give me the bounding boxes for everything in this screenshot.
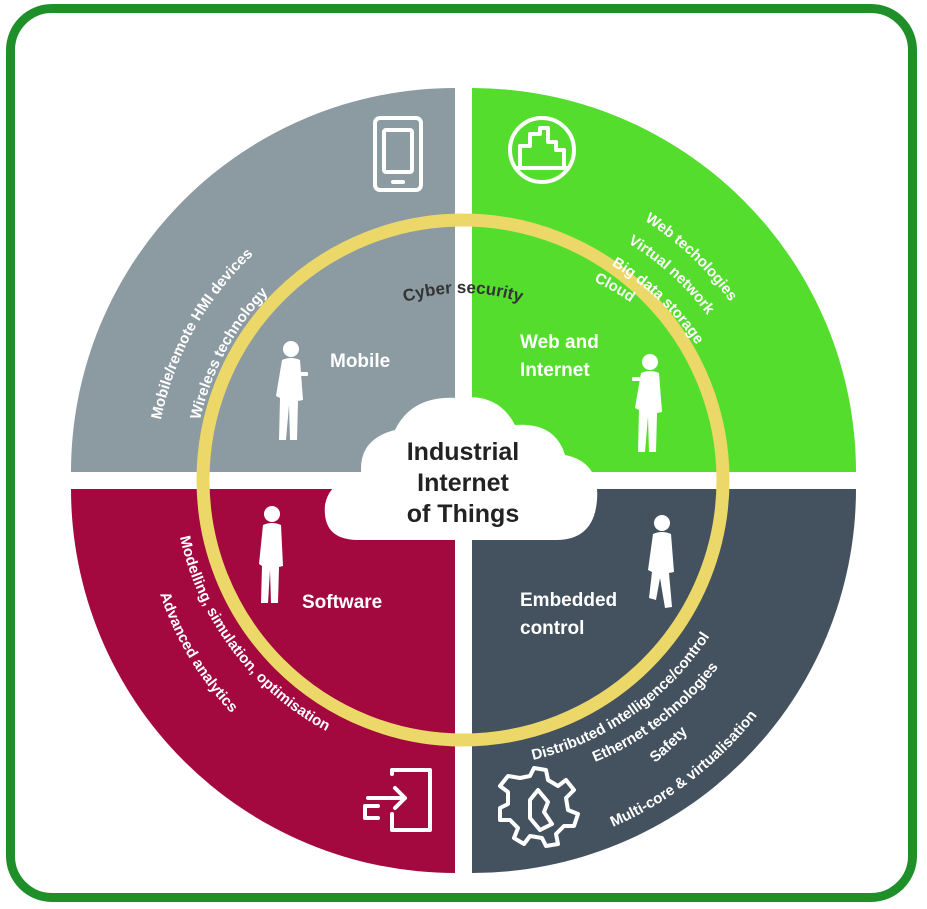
quadrant-web-internet bbox=[472, 88, 856, 472]
tablet-icon bbox=[373, 116, 423, 192]
cyber-security-ring bbox=[196, 213, 730, 747]
embedded-label-line1: Embedded bbox=[520, 590, 617, 611]
mobile-label: Mobile bbox=[330, 351, 390, 372]
center-title-line1: Industrial bbox=[407, 438, 520, 466]
web-label-line1: Web and bbox=[520, 332, 599, 353]
city-skyline-icon bbox=[508, 116, 576, 184]
login-door-icon bbox=[363, 768, 432, 832]
software-label: Software bbox=[302, 592, 382, 613]
center-title-line3: of Things bbox=[407, 500, 519, 528]
quadrant-mobile bbox=[71, 88, 455, 472]
center-title-line2: Internet bbox=[417, 469, 509, 497]
cloud-shape bbox=[324, 397, 598, 540]
quadrant-software bbox=[71, 489, 455, 873]
person-silhouette-web bbox=[632, 354, 662, 452]
gear-hand-icon bbox=[498, 766, 580, 848]
embedded-label-line2: control bbox=[520, 618, 584, 639]
person-silhouette-software bbox=[259, 506, 283, 603]
person-silhouette-embedded bbox=[648, 515, 674, 608]
person-silhouette-mobile bbox=[276, 341, 308, 440]
quadrant-embedded-control bbox=[472, 489, 856, 873]
web-label-line2: Internet bbox=[520, 360, 590, 381]
